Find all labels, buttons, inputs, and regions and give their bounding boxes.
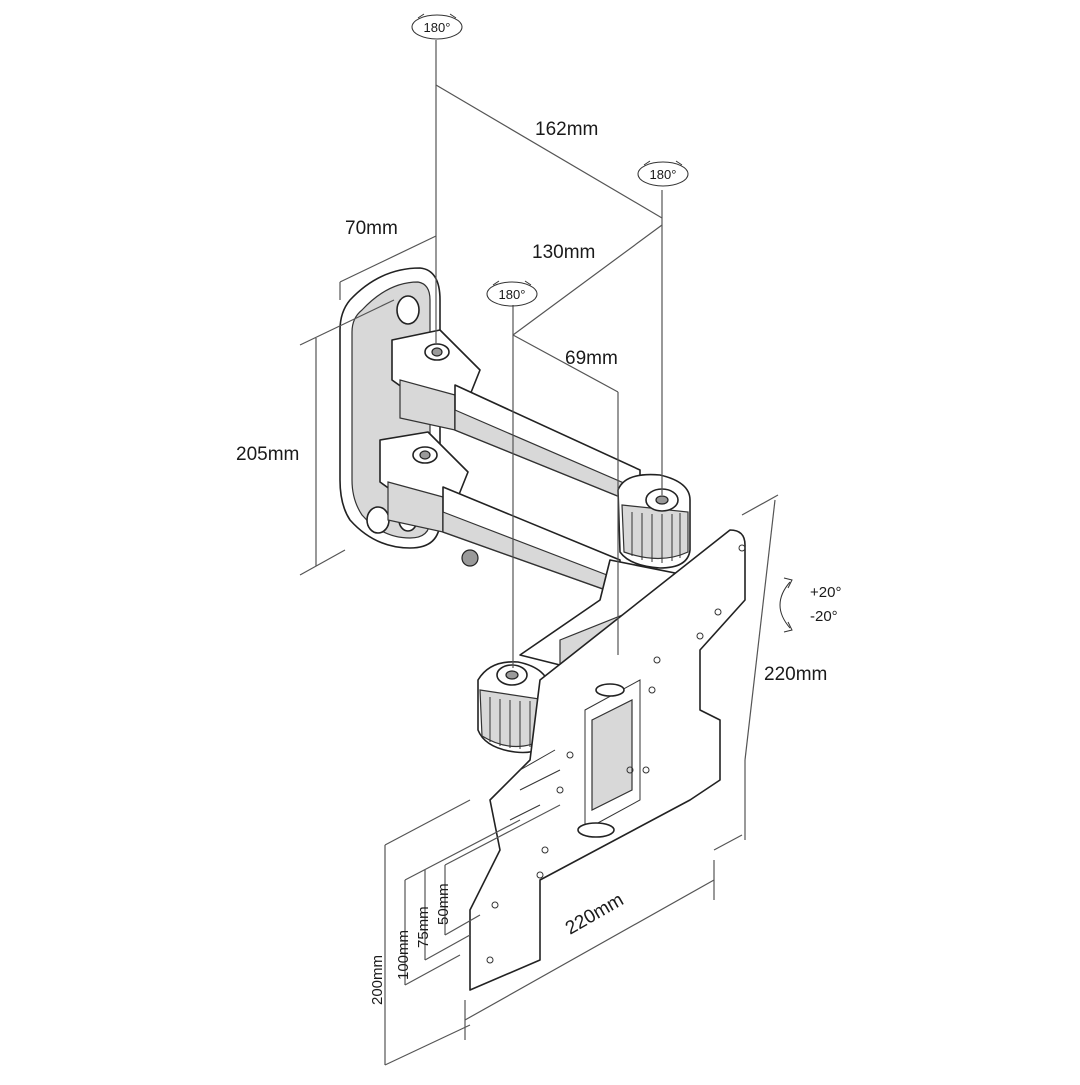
dimension-labels: 162mm 130mm 70mm 69mm 205mm 220mm 220mm … <box>236 119 827 1005</box>
rotation-label-top: 180° <box>424 20 451 35</box>
dimension-lines <box>299 40 779 1066</box>
rotation-label-right: 180° <box>650 167 677 182</box>
dimension-label-205: 205mm <box>236 444 299 465</box>
elbow-knuckle <box>617 473 691 569</box>
dimension-label-75: 75mm <box>415 906 432 948</box>
dimension-label-130: 130mm <box>532 242 595 263</box>
dimension-label-162: 162mm <box>535 119 598 140</box>
tilt-minus-label: -20° <box>810 608 838 625</box>
dimension-label-220-width: 220mm <box>562 889 627 939</box>
vesa-plate <box>469 529 746 991</box>
tilt-indicator: +20° -20° <box>779 577 841 633</box>
dimension-label-70: 70mm <box>345 218 398 239</box>
dimension-label-220-height: 220mm <box>764 664 827 685</box>
rotation-badge-front: 180° <box>486 280 538 307</box>
rotation-badge-top: 180° <box>411 13 463 40</box>
tilt-plus-label: +20° <box>810 584 841 601</box>
rotation-label-front: 180° <box>499 287 526 302</box>
dimension-label-69: 69mm <box>565 348 618 369</box>
vesa-holes <box>486 544 746 964</box>
head-knuckle <box>477 661 551 754</box>
dimension-label-50: 50mm <box>435 883 452 925</box>
upper-arm <box>391 329 641 506</box>
dimension-label-200: 200mm <box>369 955 386 1005</box>
dimension-label-100: 100mm <box>395 930 412 980</box>
rotation-badge-right: 180° <box>637 160 689 187</box>
